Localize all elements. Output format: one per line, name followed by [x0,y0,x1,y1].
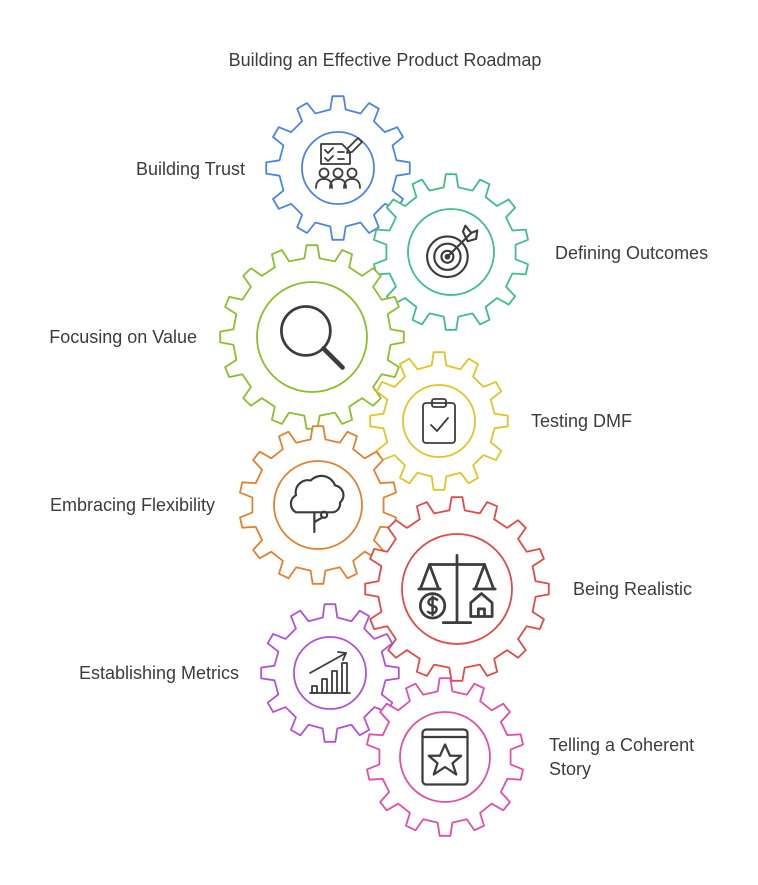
gear-defining-outcomes [373,173,529,331]
label-testing-dmf: Testing DMF [531,411,633,431]
gear-building-trust [265,95,411,241]
gear-focusing-on-value [219,244,405,430]
balance-scale-icon [417,554,497,624]
label-building-trust: Building Trust [135,159,245,179]
gear-hub [402,384,476,458]
cloud-idea-icon [289,474,345,533]
diagram-title: Building an Effective Product Roadmap [228,50,542,70]
label-defining-outcomes: Defining Outcomes [555,243,709,263]
gear-establishing-metrics [260,603,400,743]
gear-hub [256,281,368,393]
gear-telling-a-coherent-story [366,677,524,837]
label-focusing-on-value: Focusing on Value [49,327,197,347]
label-establishing-metrics: Establishing Metrics [78,663,239,683]
checklist-team-icon [315,137,363,189]
target-arrow-icon [426,224,479,279]
clipboard-check-icon [422,398,456,444]
growth-chart-icon [309,651,351,694]
gear-testing-dmf [369,351,509,491]
label-telling-a-coherent-story: Telling a Coherent Story [549,735,695,779]
gear-hub [399,711,491,803]
gear-hub [293,636,367,710]
magnifier-icon [280,305,345,370]
gear-being-realistic [364,496,550,682]
star-book-icon [421,728,469,786]
gear-hub [273,460,363,550]
label-being-realistic: Being Realistic [573,579,693,599]
label-embracing-flexibility: Embracing Flexibility [49,495,215,515]
gear-embracing-flexibility [239,425,397,585]
